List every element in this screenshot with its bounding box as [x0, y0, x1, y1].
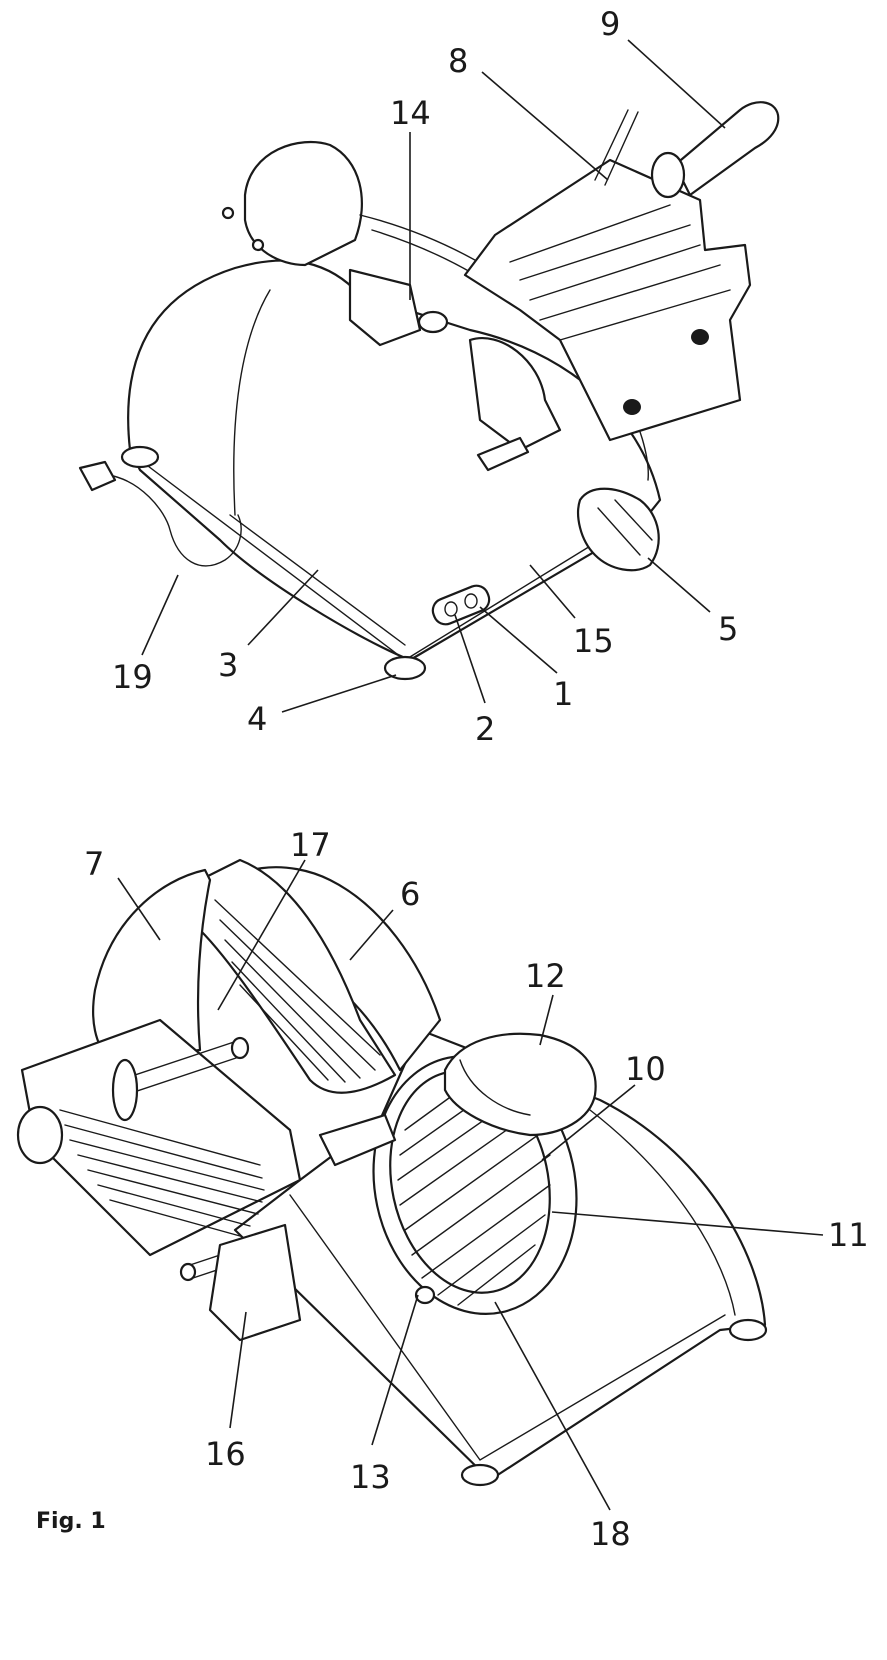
blade-guard [243, 141, 363, 267]
callout-11: 11 [828, 1216, 869, 1254]
carriage-handle [673, 101, 780, 197]
slicing-tray [198, 858, 397, 1094]
foot-rear-right [728, 1318, 768, 1342]
callout-1: 1 [553, 675, 573, 713]
callout-2: 2 [475, 710, 495, 748]
callout-16: 16 [205, 1435, 246, 1473]
callout-5: 5 [718, 610, 738, 648]
figure-caption: Fig. 1 [36, 1509, 106, 1534]
foot-rear-front [460, 1463, 500, 1487]
slicer-front-view [78, 101, 780, 681]
callout-12: 12 [525, 957, 566, 995]
sharpener [443, 1032, 597, 1137]
leader-lines-top [141, 39, 726, 713]
callout-17: 17 [290, 826, 331, 864]
callout-4: 4 [247, 700, 267, 738]
foot-left [120, 445, 160, 469]
callout-labels: 9 8 14 5 15 1 2 4 3 19 7 17 6 12 10 11 1… [36, 5, 869, 1553]
callout-6: 6 [400, 875, 420, 913]
callout-9: 9 [600, 5, 620, 43]
callout-10: 10 [625, 1050, 666, 1088]
callout-8: 8 [448, 42, 468, 80]
callout-3: 3 [218, 646, 238, 684]
power-cord [107, 474, 242, 567]
callout-7: 7 [84, 845, 104, 883]
callout-18: 18 [590, 1515, 631, 1553]
foot-front [383, 655, 427, 681]
power-plug [78, 460, 117, 492]
callout-19: 19 [112, 658, 153, 696]
callout-15: 15 [573, 622, 614, 660]
blade-lock [414, 1285, 436, 1305]
callout-14: 14 [390, 94, 431, 132]
carriage-support [208, 1223, 302, 1342]
leader-lines-bottom [117, 859, 824, 1511]
callout-13: 13 [350, 1458, 391, 1496]
slicer-rear-view [16, 858, 768, 1487]
